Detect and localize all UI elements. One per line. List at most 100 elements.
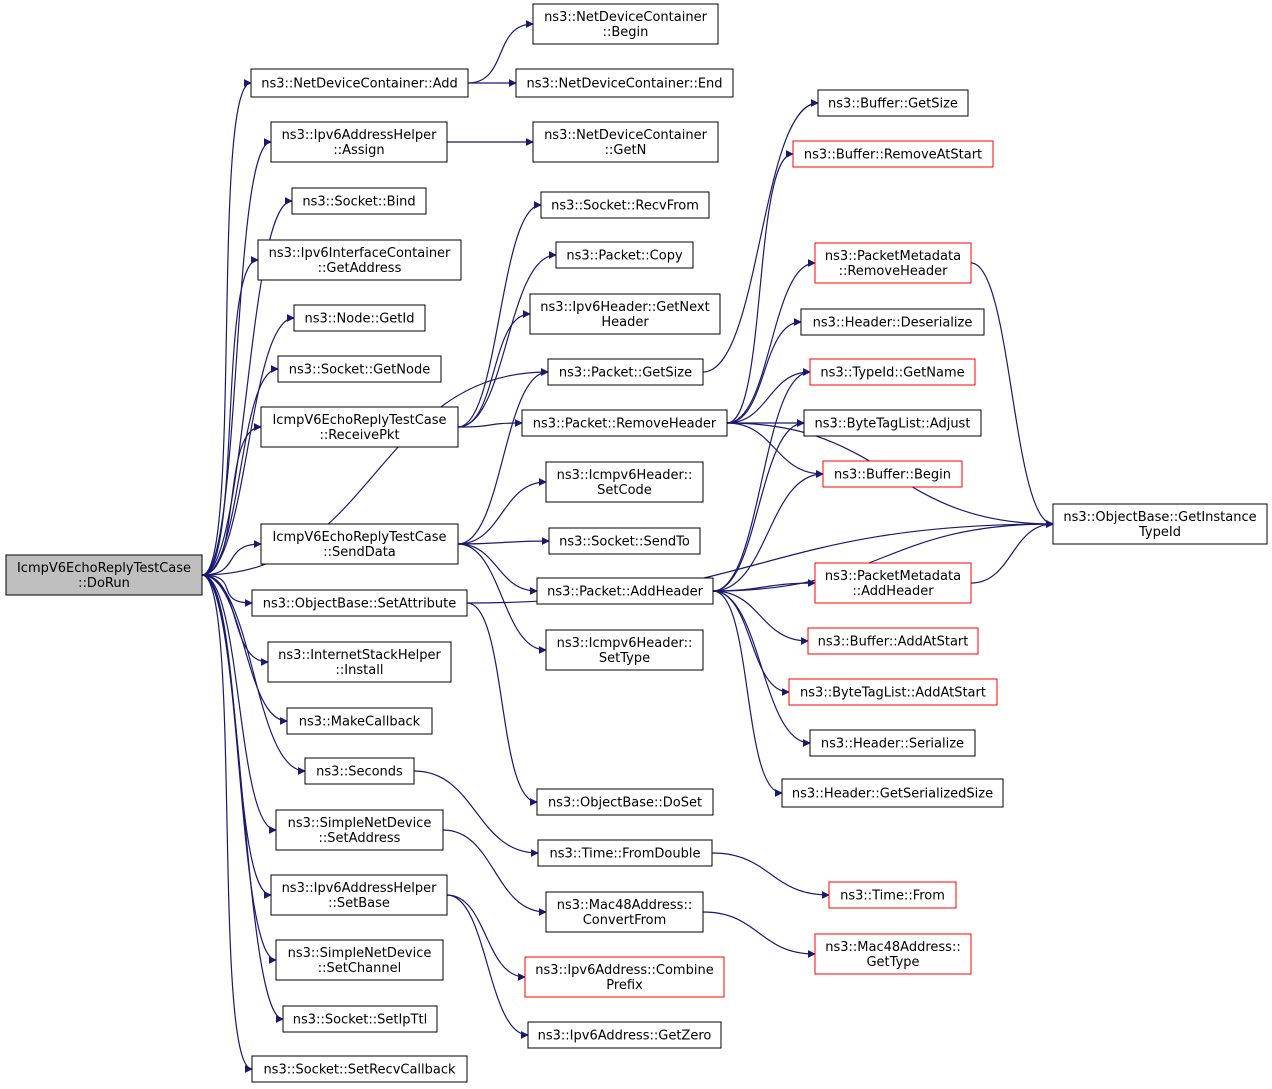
node-label: ::SetChannel <box>318 961 401 976</box>
node-header_deserialize[interactable]: ns3::Header::Deserialize <box>800 308 985 336</box>
node-receivepkt[interactable]: IcmpV6EchoReplyTestCase::ReceivePkt <box>260 406 459 448</box>
node-box <box>5 554 203 596</box>
node-packet_copy[interactable]: ns3::Packet::Copy <box>555 241 694 269</box>
node-label: ns3::NetDeviceContainer <box>544 128 708 143</box>
edge-root-to-ipv6ah_assign <box>201 138 272 576</box>
node-socket_setipttl[interactable]: ns3::Socket::SetIpTtl <box>282 1005 438 1033</box>
node-mac48_convertfrom[interactable]: ns3::Mac48Address::ConvertFrom <box>545 891 704 933</box>
node-box <box>1052 503 1268 545</box>
edge-root-to-socket_setrecvcallback <box>201 574 253 1073</box>
node-label: ::DoRun <box>78 576 130 591</box>
edge-packet_addheader-to-ob_getinstancetypeid <box>712 520 1054 592</box>
node-box <box>291 187 427 215</box>
node-socket_setrecvcallback[interactable]: ns3::Socket::SetRecvCallback <box>251 1055 468 1083</box>
node-seconds[interactable]: ns3::Seconds <box>304 757 415 785</box>
node-buffer_begin[interactable]: ns3::Buffer::Begin <box>822 460 963 488</box>
node-ndc_end[interactable]: ns3::NetDeviceContainer::End <box>515 68 734 98</box>
node-label: ns3::SimpleNetDevice <box>288 816 432 831</box>
node-label: ns3::Buffer::RemoveAtStart <box>804 148 982 163</box>
node-snd_setchannel[interactable]: ns3::SimpleNetDevice::SetChannel <box>275 939 444 981</box>
node-ipv6a_getzero[interactable]: ns3::Ipv6Address::GetZero <box>527 1021 722 1049</box>
node-snd_setaddress[interactable]: ns3::SimpleNetDevice::SetAddress <box>275 809 444 851</box>
edge-senddata-to-icmpv6h_setcode <box>457 478 547 545</box>
node-mac48_gettype[interactable]: ns3::Mac48Address::GetType <box>814 933 972 975</box>
node-socket_getnode[interactable]: ns3::Socket::GetNode <box>277 355 442 383</box>
node-makecallback[interactable]: ns3::MakeCallback <box>286 707 433 735</box>
node-box <box>814 242 972 284</box>
node-ndc_add[interactable]: ns3::NetDeviceContainer::Add <box>250 68 469 98</box>
node-ish_install[interactable]: ns3::InternetStackHelper::Install <box>267 641 452 683</box>
node-buffer_addatstart[interactable]: ns3::Buffer::AddAtStart <box>807 627 979 655</box>
node-socket_sendto[interactable]: ns3::Socket::SendTo <box>548 527 701 555</box>
node-box <box>814 933 972 975</box>
node-btl_adjust[interactable]: ns3::ByteTagList::Adjust <box>803 409 982 437</box>
node-label: ns3::Header::Serialize <box>821 737 964 752</box>
node-label: ns3::Packet::AddHeader <box>547 585 703 600</box>
node-box <box>536 577 714 605</box>
edge-root-to-ob_setattribute <box>201 574 253 607</box>
edge-ipv6ah_setbase-to-ipv6a_getzero <box>446 894 529 1039</box>
node-ob_doset[interactable]: ns3::ObjectBase::DoSet <box>536 788 714 816</box>
node-btl_addatstart[interactable]: ns3::ByteTagList::AddAtStart <box>788 678 998 706</box>
edge-root-to-senddata <box>201 540 262 576</box>
node-typeid_getname[interactable]: ns3::TypeId::GetName <box>809 358 976 386</box>
edge-packet_addheader-to-header_serialize <box>712 590 811 747</box>
node-label: ns3::Packet::GetSize <box>559 366 692 381</box>
node-icmpv6h_setcode[interactable]: ns3::Icmpv6Header::SetCode <box>545 461 704 503</box>
node-buffer_getsize[interactable]: ns3::Buffer::GetSize <box>817 89 969 117</box>
node-box <box>515 68 734 98</box>
node-buffer_removeatstart[interactable]: ns3::Buffer::RemoveAtStart <box>792 140 994 168</box>
node-ipv6ah_assign[interactable]: ns3::Ipv6AddressHelper::Assign <box>270 121 448 163</box>
node-box <box>277 355 442 383</box>
node-socket_recvfrom[interactable]: ns3::Socket::RecvFrom <box>540 191 710 219</box>
node-senddata[interactable]: IcmpV6EchoReplyTestCase::SendData <box>260 523 459 565</box>
node-label: ns3::Node::GetId <box>305 312 415 327</box>
node-node_getid[interactable]: ns3::Node::GetId <box>293 304 426 332</box>
node-socket_bind[interactable]: ns3::Socket::Bind <box>291 187 427 215</box>
node-label: ns3::Ipv6Address::GetZero <box>538 1029 712 1044</box>
node-label: ns3::Socket::SetIpTtl <box>293 1013 427 1028</box>
node-label: TypeId <box>1138 525 1181 540</box>
node-packet_removeheader[interactable]: ns3::Packet::RemoveHeader <box>521 409 728 437</box>
node-header_serialize[interactable]: ns3::Header::Serialize <box>809 729 976 757</box>
node-header_getserializedsize[interactable]: ns3::Header::GetSerializedSize <box>781 778 1004 808</box>
node-packet_getsize[interactable]: ns3::Packet::GetSize <box>547 358 704 386</box>
node-pm_removeheader[interactable]: ns3::PacketMetadata::RemoveHeader <box>814 242 972 284</box>
node-box <box>250 68 469 98</box>
node-label: ns3::PacketMetadata <box>825 569 961 584</box>
node-label: ns3::Buffer::AddAtStart <box>818 635 969 650</box>
node-label: ::AddHeader <box>852 584 934 599</box>
node-label: IcmpV6EchoReplyTestCase <box>17 561 191 576</box>
node-box <box>809 729 976 757</box>
node-ipv6ah_setbase[interactable]: ns3::Ipv6AddressHelper::SetBase <box>270 874 448 916</box>
edge-root-to-seconds <box>201 574 306 775</box>
node-label: ::GetN <box>605 143 647 158</box>
node-time_from[interactable]: ns3::Time::From <box>828 881 957 909</box>
node-label: ::SetBase <box>328 896 390 911</box>
edge-seconds-to-time_fromdouble <box>413 770 539 857</box>
node-label: ns3::TypeId::GetName <box>820 366 964 381</box>
node-box <box>532 121 719 163</box>
edge-root-to-socket_setipttl <box>201 574 284 1023</box>
node-label: ns3::NetDeviceContainer <box>544 10 708 25</box>
node-box <box>260 523 459 565</box>
node-ndc_getn[interactable]: ns3::NetDeviceContainer::GetN <box>532 121 719 163</box>
node-ipv6ic_getaddress[interactable]: ns3::Ipv6InterfaceContainer::GetAddress <box>257 239 462 281</box>
node-icmpv6h_settype[interactable]: ns3::Icmpv6Header::SetType <box>545 629 704 671</box>
nodes-layer: IcmpV6EchoReplyTestCase::DoRun ns3::NetDe… <box>5 3 1268 1083</box>
node-box <box>286 707 433 735</box>
node-time_fromdouble[interactable]: ns3::Time::FromDouble <box>537 839 713 867</box>
node-ndc_begin[interactable]: ns3::NetDeviceContainer::Begin <box>532 3 719 45</box>
node-pm_addheader[interactable]: ns3::PacketMetadata::AddHeader <box>814 562 972 604</box>
node-packet_addheader[interactable]: ns3::Packet::AddHeader <box>536 577 714 605</box>
edge-root-to-receivepkt <box>201 423 262 576</box>
node-root[interactable]: IcmpV6EchoReplyTestCase::DoRun <box>5 554 203 596</box>
node-ob_setattribute[interactable]: ns3::ObjectBase::SetAttribute <box>251 589 468 617</box>
edge-root-to-socket_bind <box>201 197 293 576</box>
edge-senddata-to-packet_addheader <box>457 543 538 595</box>
node-box <box>807 627 979 655</box>
node-label: ns3::Time::From <box>840 889 945 904</box>
